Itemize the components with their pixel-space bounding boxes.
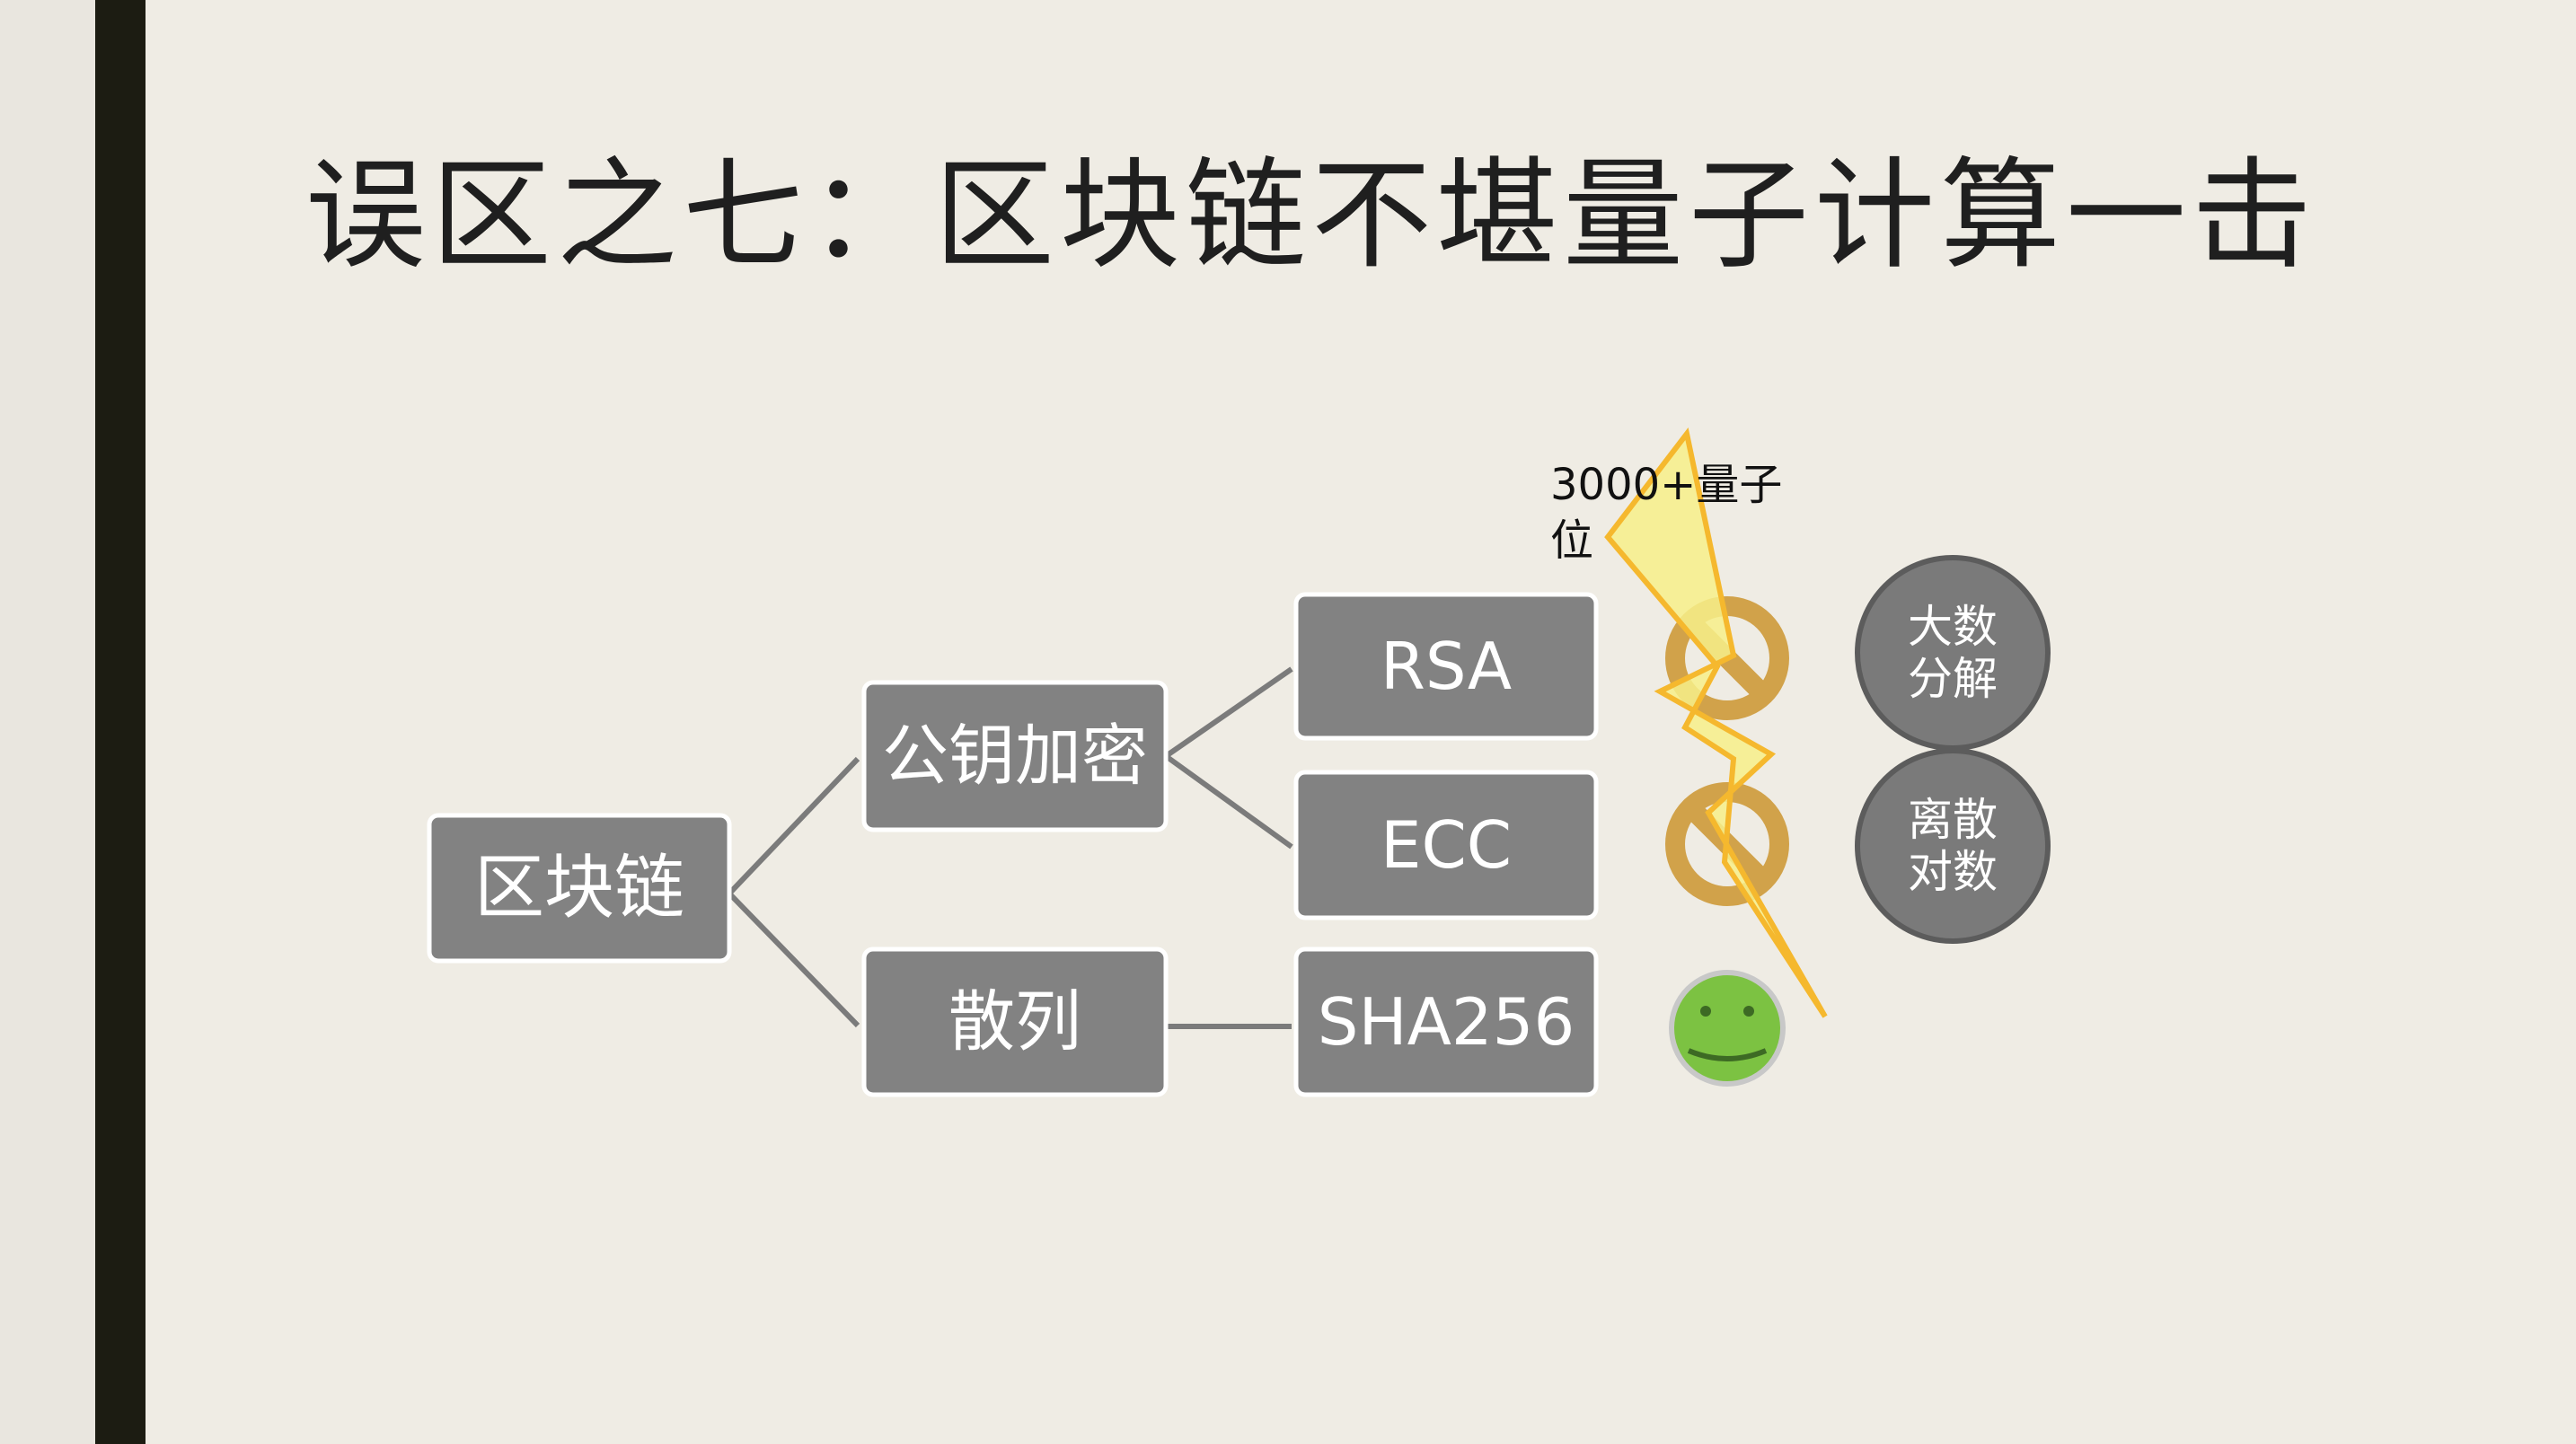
node-public-key-label: 公钥加密 — [882, 718, 1148, 795]
node-sha256-label: SHA256 — [1318, 984, 1575, 1060]
slide-left-margin — [0, 0, 95, 1444]
connector-root-to-public-key — [727, 756, 860, 896]
node-rsa: RSA — [1293, 592, 1599, 741]
lightning-bolt-icon — [1604, 427, 1828, 1018]
node-hash: 散列 — [861, 947, 1169, 1097]
node-blockchain-label: 区块链 — [474, 848, 684, 929]
circle-factorization-line1: 大数 — [1908, 601, 1998, 653]
qubit-label-line2: 位 — [1550, 515, 1593, 566]
circle-factorization-line2: 分解 — [1908, 653, 1998, 705]
qubit-label-line1: 3000+量子 — [1550, 460, 1782, 510]
connector-lines — [727, 666, 1293, 1029]
node-sha256: SHA256 — [1293, 947, 1599, 1097]
node-ecc-label: ECC — [1381, 807, 1512, 883]
qubit-label: 3000+量子 位 — [1550, 460, 1782, 566]
connector-public-key-to-ecc — [1164, 753, 1293, 850]
connector-root-to-hash — [727, 891, 860, 1028]
node-ecc: ECC — [1293, 770, 1599, 920]
circle-discrete-log-line1: 离散 — [1908, 794, 1998, 846]
node-blockchain: 区块链 — [427, 813, 732, 964]
connector-public-key-to-rsa — [1164, 666, 1293, 759]
accent-bar — [95, 0, 146, 1444]
smiley-face-icon — [1669, 970, 1786, 1087]
circle-discrete-logarithm: 离散 对数 — [1855, 748, 2051, 944]
slide-title: 误区之七：区块链不堪量子计算一击 — [305, 145, 2318, 286]
node-hash-label: 散列 — [948, 983, 1081, 1061]
circle-integer-factorization: 大数 分解 — [1855, 555, 2051, 751]
node-rsa-label: RSA — [1381, 629, 1512, 704]
circle-discrete-log-line2: 对数 — [1908, 846, 1998, 898]
node-public-key-encryption: 公钥加密 — [861, 680, 1169, 832]
